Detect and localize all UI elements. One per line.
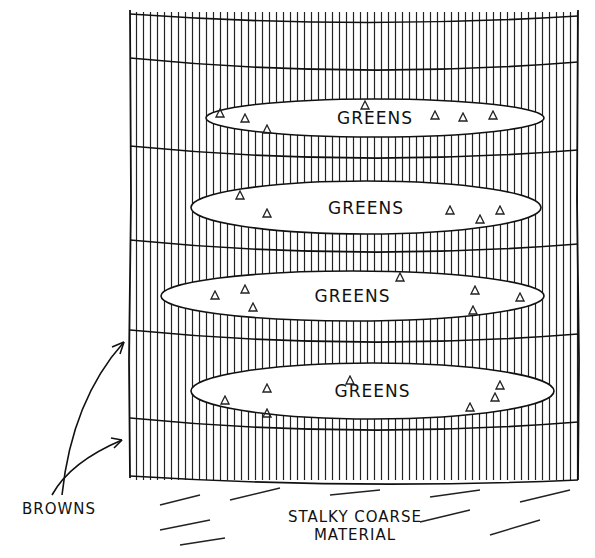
browns-leader-arrows: [52, 342, 124, 495]
layer-label: GREENS: [160, 270, 545, 322]
browns-label: BROWNS: [4, 500, 114, 518]
greens-oval: [191, 181, 541, 234]
layer-label: GREENS: [190, 362, 555, 420]
greens-layer: GREENS: [190, 180, 542, 235]
greens-layer: GREENS: [160, 270, 545, 322]
green-particles: [211, 101, 524, 417]
stalky-material-strokes: [160, 488, 570, 545]
layer-label: GREENS: [190, 180, 542, 235]
greens-layer: GREENS: [205, 98, 545, 138]
browns-hatching: [130, 12, 578, 480]
bin-sides: [129, 10, 579, 480]
greens-oval: [161, 271, 544, 321]
base-material-label: STALKY COARSE MATERIAL: [265, 508, 445, 544]
greens-layer: GREENS: [190, 362, 555, 420]
layer-label: GREENS: [205, 98, 545, 138]
greens-oval: [206, 99, 544, 137]
layer-boundaries: [130, 14, 578, 484]
greens-oval: [191, 363, 554, 419]
